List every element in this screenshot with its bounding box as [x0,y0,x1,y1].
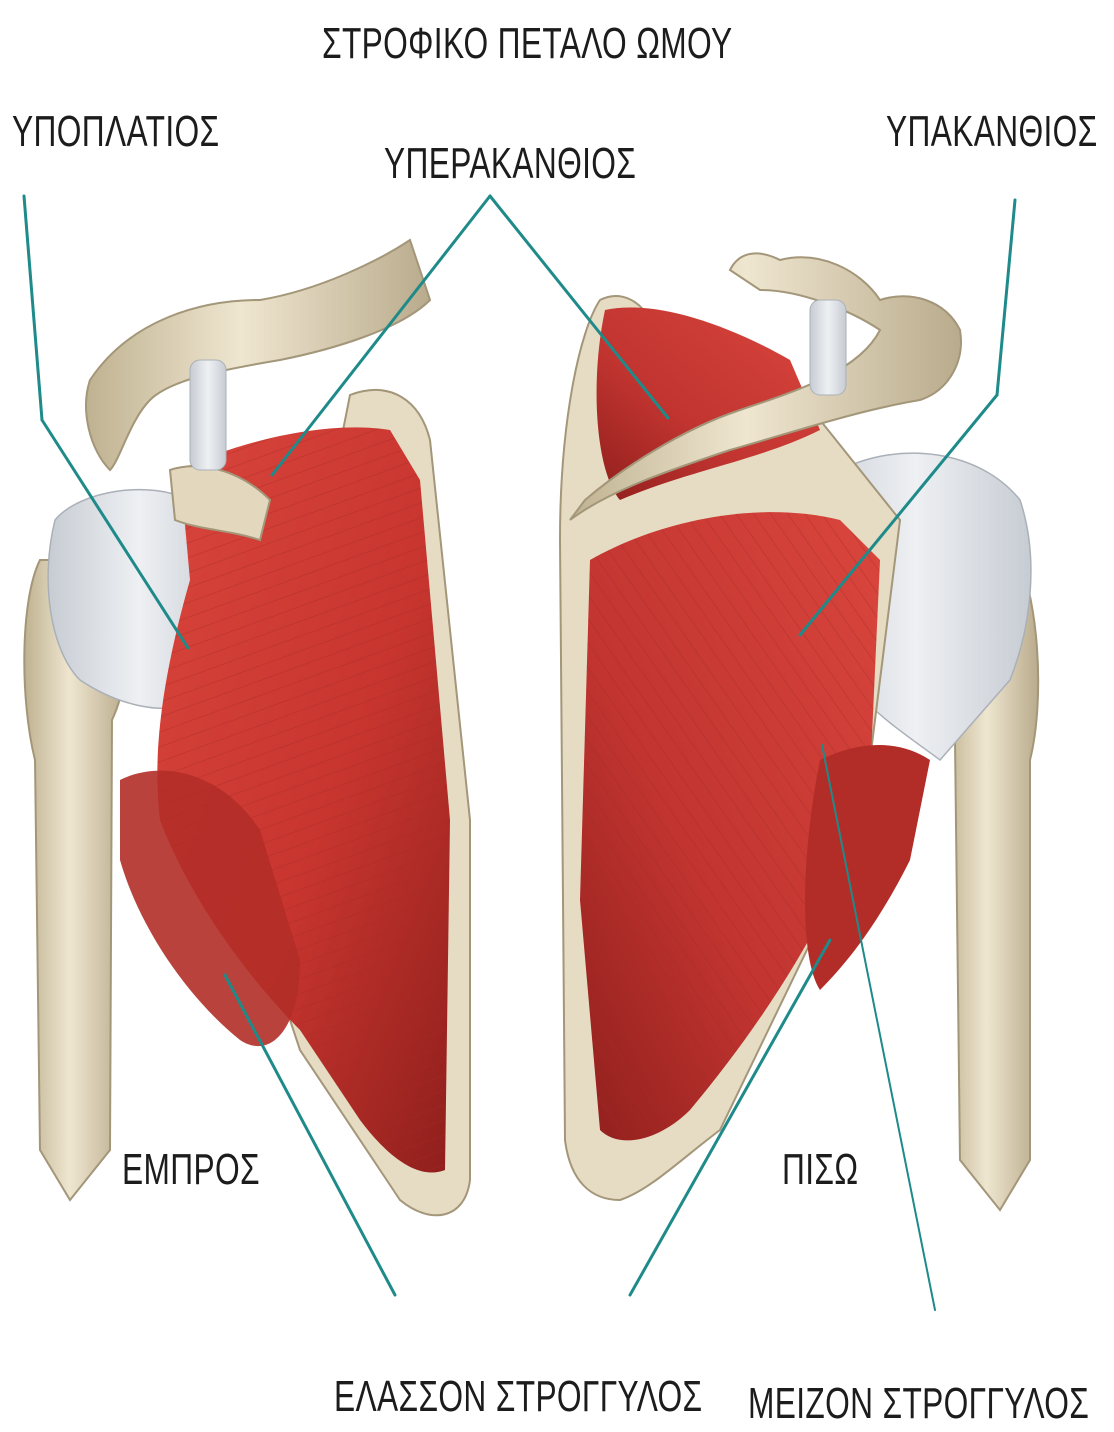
diagram-title: ΣΤΡΟΦΙΚΟ ΠΕΤΑΛΟ ΩΜΟΥ [322,22,732,66]
leader-line-infraspinatus [997,200,1015,395]
leader-line-subscapularis [24,196,42,420]
back-view-illustration [560,253,1038,1210]
label-front-view: ΕΜΠΡΟΣ [122,1148,260,1192]
label-teres-minor: ΕΛΑΣΣΟΝ ΣΤΡΟΓΓΥΛΟΣ [334,1375,703,1419]
label-teres-major: ΜΕΙΖΟΝ ΣΤΡΟΓΓΥΛΟΣ [748,1382,1089,1426]
label-infraspinatus: ΥΠΑΚΑΝΘΙΟΣ [886,110,1098,154]
right-biceps-tendon [810,300,846,395]
label-subscapularis: ΥΠΟΠΛΑΤΙΟΣ [12,110,219,154]
front-view-illustration [24,240,470,1215]
label-supraspinatus: ΥΠΕΡΑΚΑΝΘΙΟΣ [384,142,636,186]
left-biceps-tendon [190,360,226,470]
label-back-view: ΠΙΣΩ [782,1148,858,1192]
